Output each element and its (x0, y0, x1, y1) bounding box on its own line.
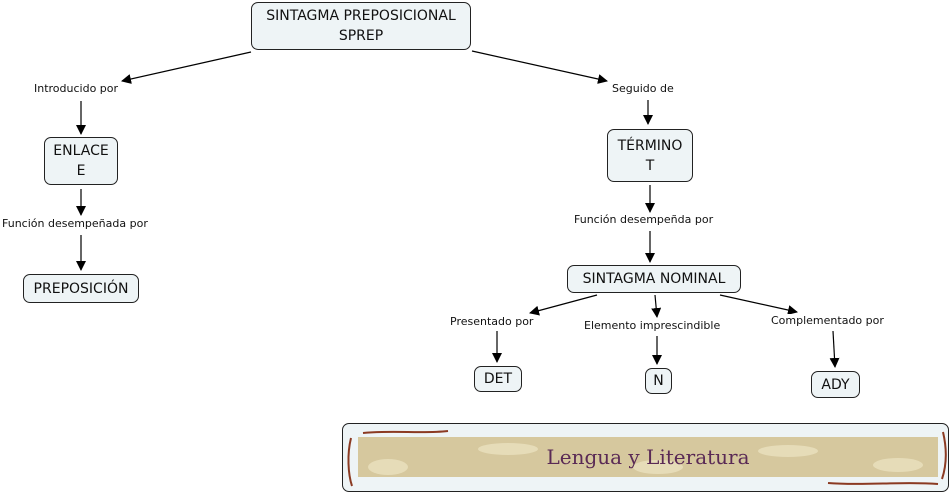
node-text: ENLACE (53, 143, 109, 159)
parchment-border-decoration (347, 430, 947, 487)
node-text: E (76, 163, 86, 179)
banner-title: Lengua y Literatura (546, 445, 750, 469)
link-elemento-imprescindible[interactable]: Elemento imprescindible (584, 319, 721, 332)
link-funcion-enlace[interactable]: Función desempeñada por (2, 217, 148, 230)
node-sintagma-nominal[interactable]: SINTAGMA NOMINAL (567, 265, 741, 293)
link-introducido-por[interactable]: Introducido por (34, 82, 119, 95)
link-complementado-por[interactable]: Complementado por (771, 314, 884, 327)
node-text: SINTAGMA PREPOSICIONAL (266, 8, 456, 24)
node-sintagma-preposicional[interactable]: SINTAGMA PREPOSICIONAL SPREP (251, 2, 471, 50)
node-ady[interactable]: ADY (811, 371, 860, 398)
link-seguido-de[interactable]: Seguido de (612, 82, 674, 95)
node-det[interactable]: DET (474, 366, 522, 392)
node-text: TÉRMINO (617, 137, 683, 154)
node-termino[interactable]: TÉRMINO T (607, 129, 693, 182)
link-presentado-por[interactable]: Presentado por (450, 315, 534, 328)
node-text: SPREP (338, 28, 384, 44)
node-n[interactable]: N (645, 368, 672, 394)
node-preposicion[interactable]: PREPOSICIÓN (23, 274, 139, 303)
parchment-banner: Lengua y Literatura (358, 437, 938, 477)
node-enlace[interactable]: ENLACE E (44, 137, 118, 185)
parchment-pattern (368, 443, 923, 475)
node-text: T (645, 157, 655, 174)
link-funcion-termino[interactable]: Función desempeñda por (574, 213, 714, 226)
